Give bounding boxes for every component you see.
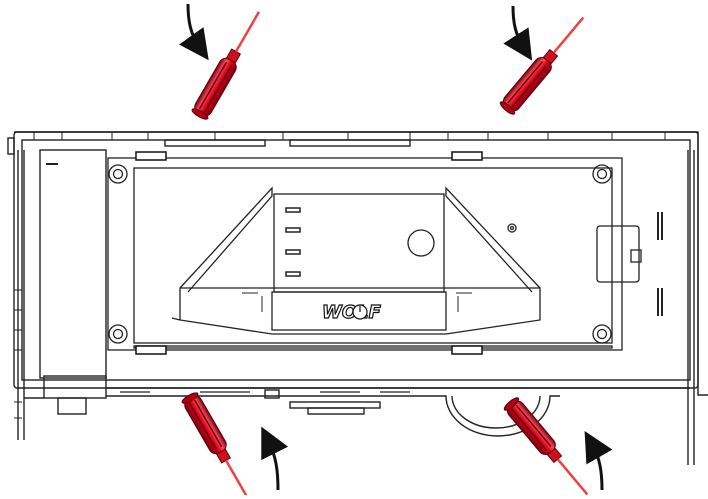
screwdriver-bottom-left	[179, 389, 259, 499]
screwdriver-bottom-right	[501, 394, 596, 499]
screw-icon	[108, 164, 612, 344]
screwdriver-top-right	[497, 10, 592, 118]
curved-arrow-icon	[179, 3, 209, 61]
brand-logo: WOLF	[321, 301, 382, 323]
curved-arrow-icon	[261, 426, 289, 491]
controller-module	[171, 186, 541, 335]
brand-logo-text: WOLF	[322, 302, 382, 323]
housing-frame	[7, 131, 708, 465]
screwdriver-top-left	[189, 6, 269, 123]
curved-arrow-icon	[584, 430, 613, 491]
mounting-clips	[135, 151, 483, 355]
mounting-plate	[107, 157, 663, 351]
curved-arrow-icon	[503, 5, 533, 61]
